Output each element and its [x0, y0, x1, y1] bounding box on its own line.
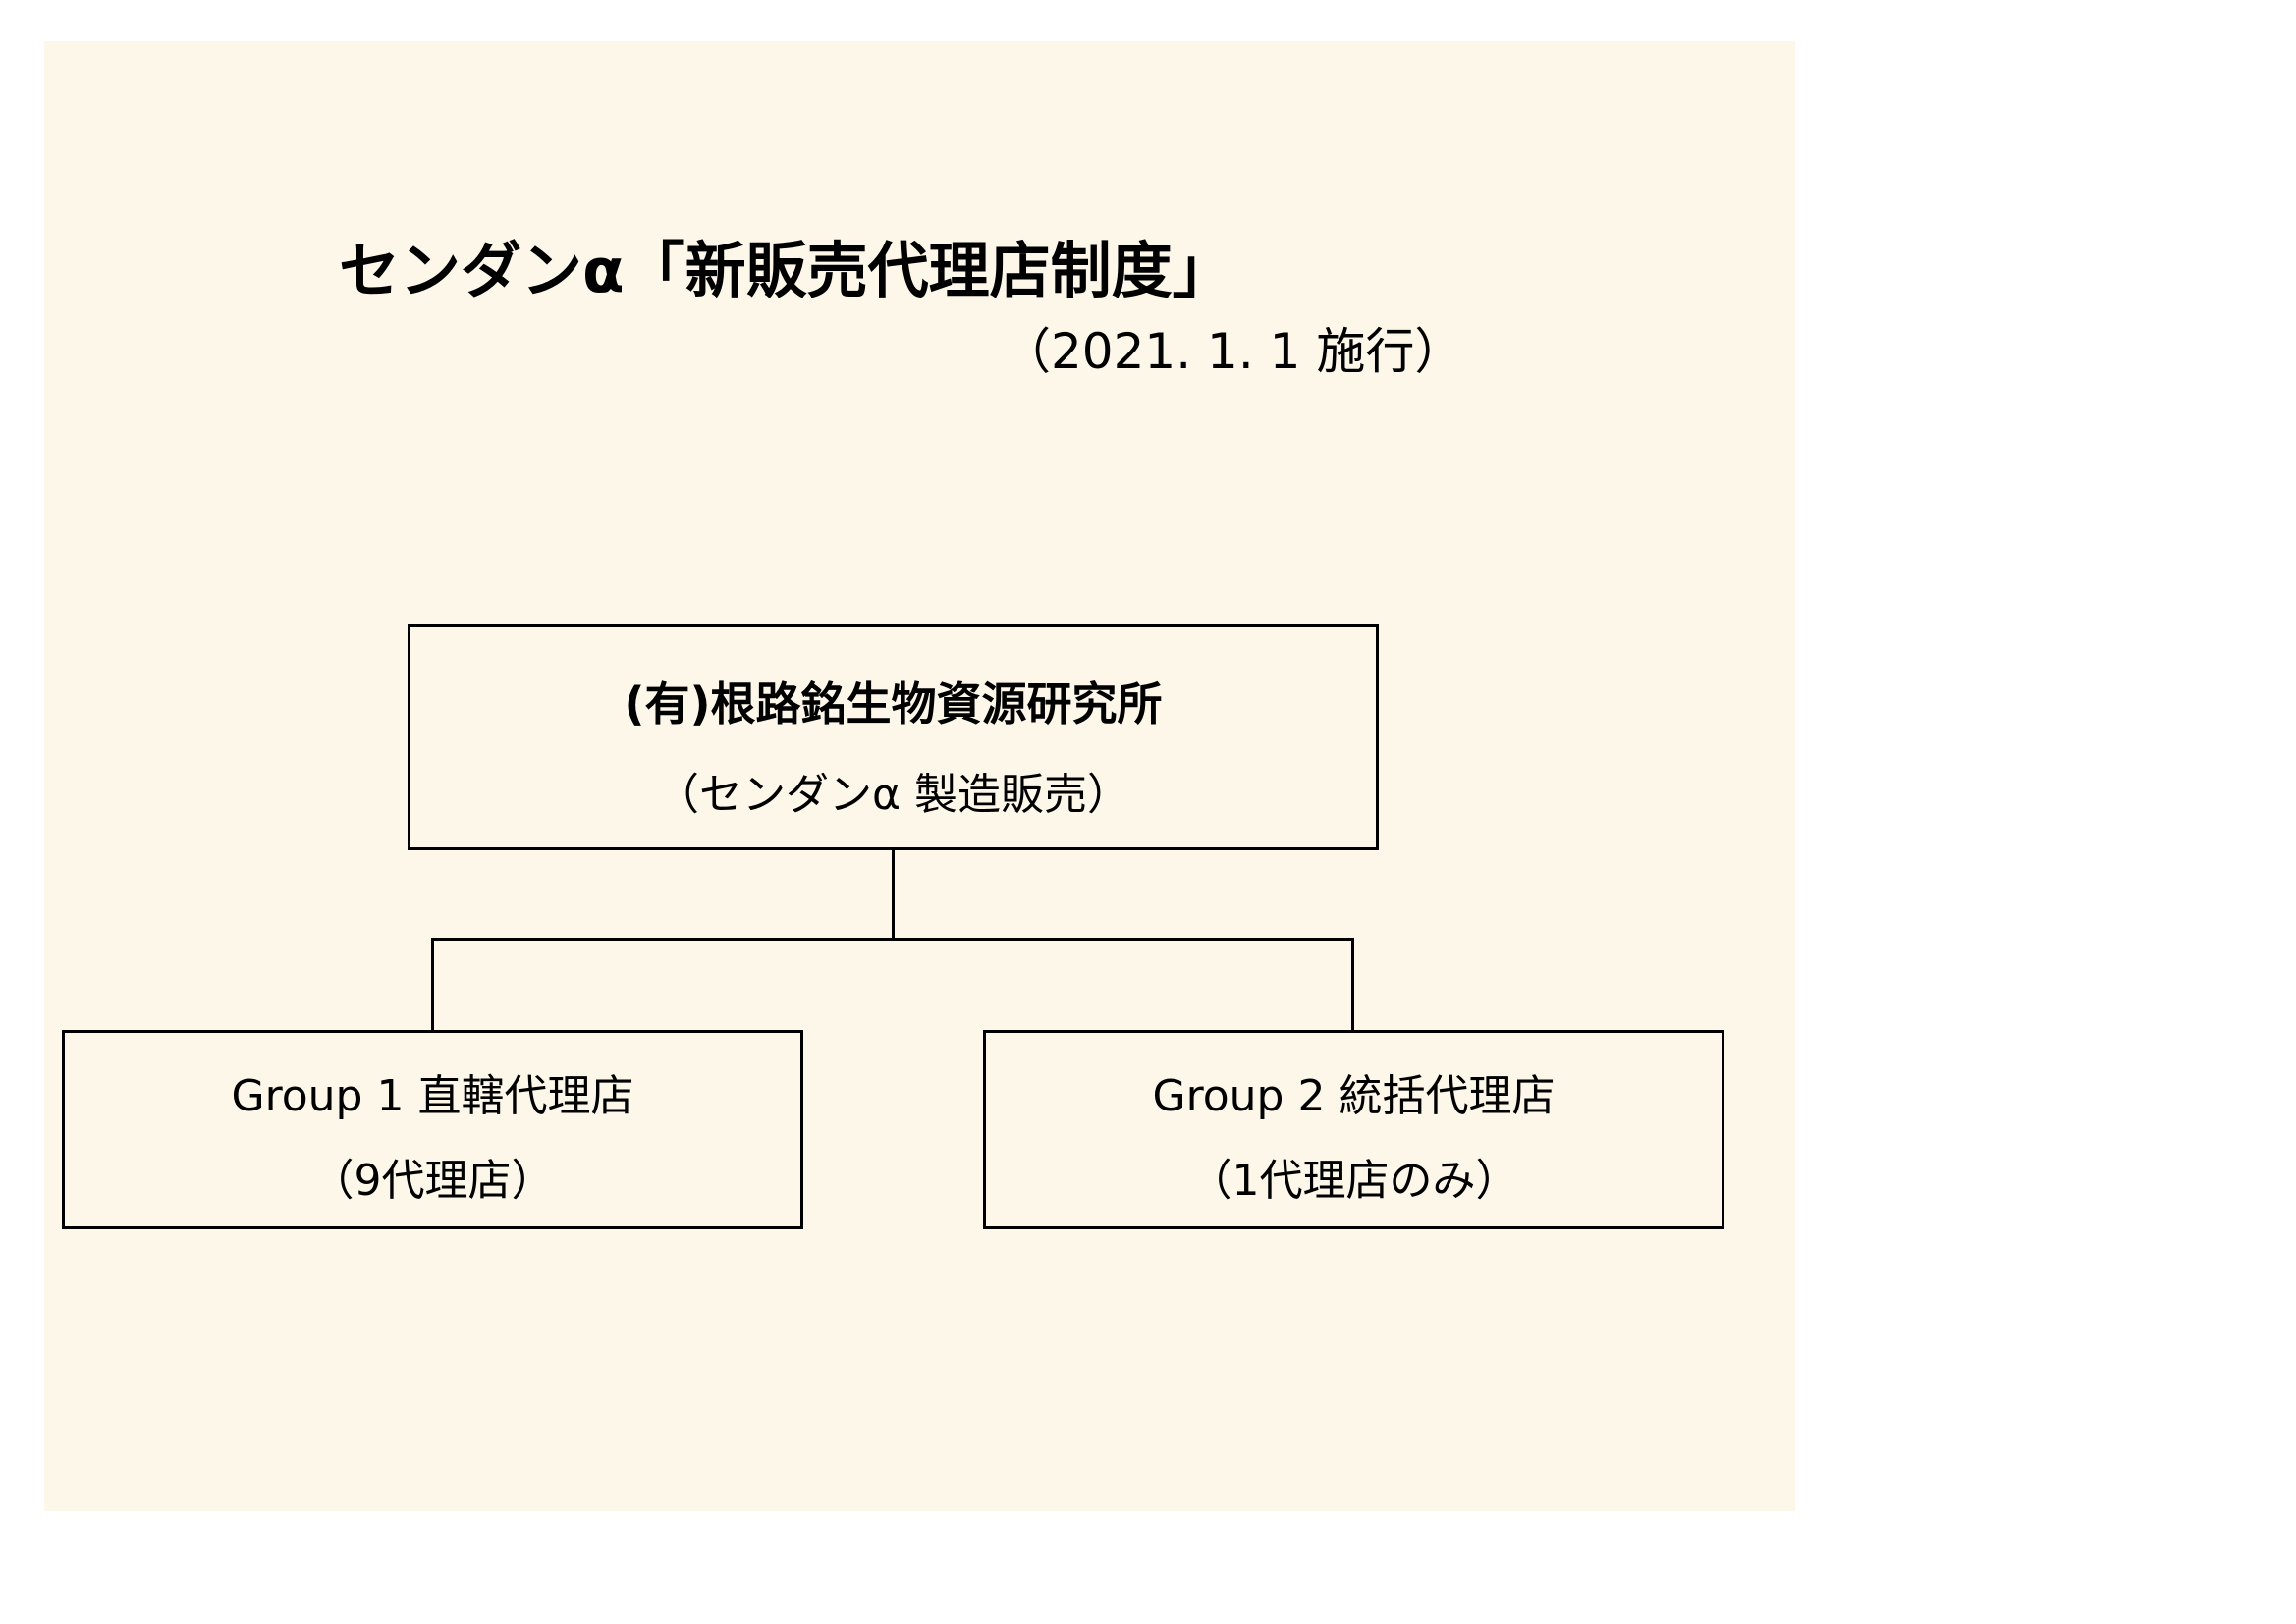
node-headquarters-role: （センダンα 製造販売）: [656, 770, 1130, 820]
node-group-1-detail: （9代理店）: [310, 1156, 555, 1206]
node-headquarters: (有)根路銘生物資源研究所 （センダンα 製造販売）: [408, 624, 1379, 850]
node-group-2: Group 2 統括代理店 （1代理店のみ）: [983, 1030, 1724, 1229]
connector-right-drop: [1351, 938, 1354, 1031]
node-group-2-detail: （1代理店のみ）: [1188, 1156, 1519, 1206]
effective-date: （2021. 1. 1 施行）: [1002, 323, 1464, 380]
node-headquarters-name: (有)根路銘生物資源研究所: [624, 677, 1163, 731]
connector-trunk: [892, 849, 895, 940]
node-group-1: Group 1 直轄代理店 （9代理店）: [62, 1030, 803, 1229]
connector-horizontal: [431, 938, 1354, 941]
node-group-1-name: Group 1 直轄代理店: [231, 1071, 634, 1121]
diagram-title: センダンα「新販売代理店制度」: [339, 235, 1233, 306]
connector-left-drop: [431, 938, 434, 1031]
node-group-2-name: Group 2 統括代理店: [1152, 1071, 1556, 1121]
